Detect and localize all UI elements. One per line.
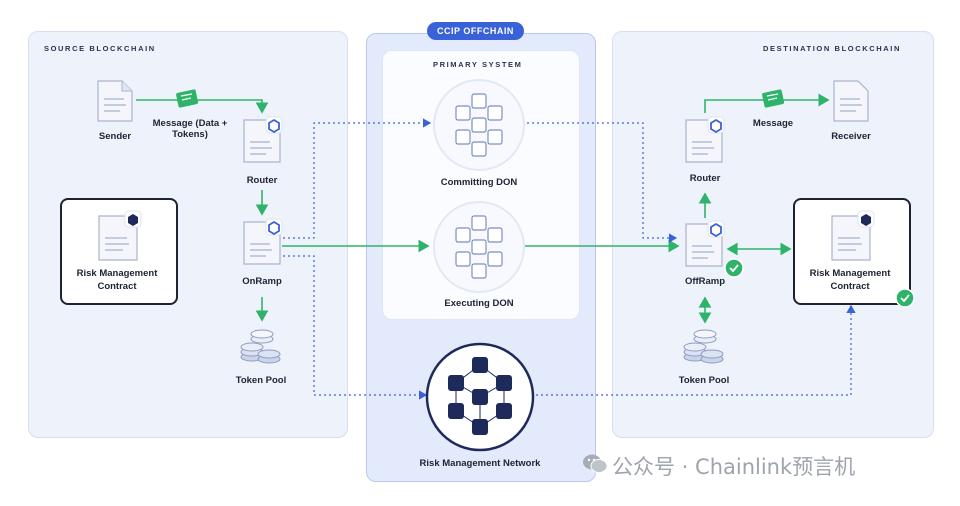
source-token-pool-label: Token Pool [235, 375, 287, 386]
onramp-to-committing-dotted [283, 118, 432, 239]
sender-label: Sender [98, 131, 132, 142]
dest-risk-contract-label-1: Risk Management [809, 268, 891, 279]
risk-contract-check-icon [895, 288, 915, 313]
dest-router-label: Router [689, 173, 721, 184]
risk-management-network-icon [424, 341, 536, 458]
source-onramp-doc-icon [242, 218, 284, 271]
dest-offramp-doc-icon [684, 220, 726, 273]
wechat-icon [582, 452, 608, 479]
risknetwork-to-riskcontract-dotted [536, 304, 856, 396]
receiver-label: Receiver [831, 131, 871, 142]
committing-don-label: Committing DON [440, 177, 518, 188]
ccip-offchain-pill: CCIP OFFCHAIN [427, 22, 524, 40]
primary-system-title: PRIMARY SYSTEM [433, 60, 523, 69]
dest-token-pool-icon [681, 327, 727, 372]
committing-to-offramp-dotted [527, 122, 678, 243]
executing-don-icon [432, 200, 526, 299]
dest-message-label: Message [752, 118, 794, 129]
token-pool-icon [238, 327, 284, 372]
source-title: SOURCE BLOCKCHAIN [44, 44, 156, 53]
receiver-doc-icon [832, 79, 870, 128]
onramp-to-risknetwork-dotted [283, 255, 428, 400]
offramp-check-icon [724, 258, 744, 283]
source-router-label: Router [246, 175, 278, 186]
message-envelope-icon [176, 88, 200, 113]
source-risk-contract-doc-icon [97, 210, 143, 267]
dest-message-envelope-icon [762, 88, 786, 113]
committing-don-icon [432, 78, 526, 177]
dest-token-pool-label: Token Pool [678, 375, 730, 386]
dest-router-doc-icon [684, 116, 726, 169]
source-risk-contract-label-1: Risk Management [76, 268, 158, 279]
dest-risk-contract-label-2: Contract [830, 281, 870, 292]
watermark-text: 公众号 · Chainlink预言机 [612, 455, 856, 479]
dest-offramp-label: OffRamp [684, 276, 726, 287]
router-to-receiver-arrow [704, 93, 830, 113]
source-message-label: Message (Data + Tokens) [152, 118, 228, 141]
source-onramp-label: OnRamp [242, 276, 282, 287]
executing-don-label: Executing DON [444, 298, 514, 309]
destination-title: DESTINATION BLOCKCHAIN [763, 44, 901, 53]
dest-risk-contract-doc-icon [830, 210, 876, 267]
sender-doc-icon [96, 79, 134, 128]
source-router-doc-icon [242, 116, 284, 169]
risk-network-label: Risk Management Network [419, 458, 541, 469]
source-risk-contract-label-2: Contract [97, 281, 137, 292]
